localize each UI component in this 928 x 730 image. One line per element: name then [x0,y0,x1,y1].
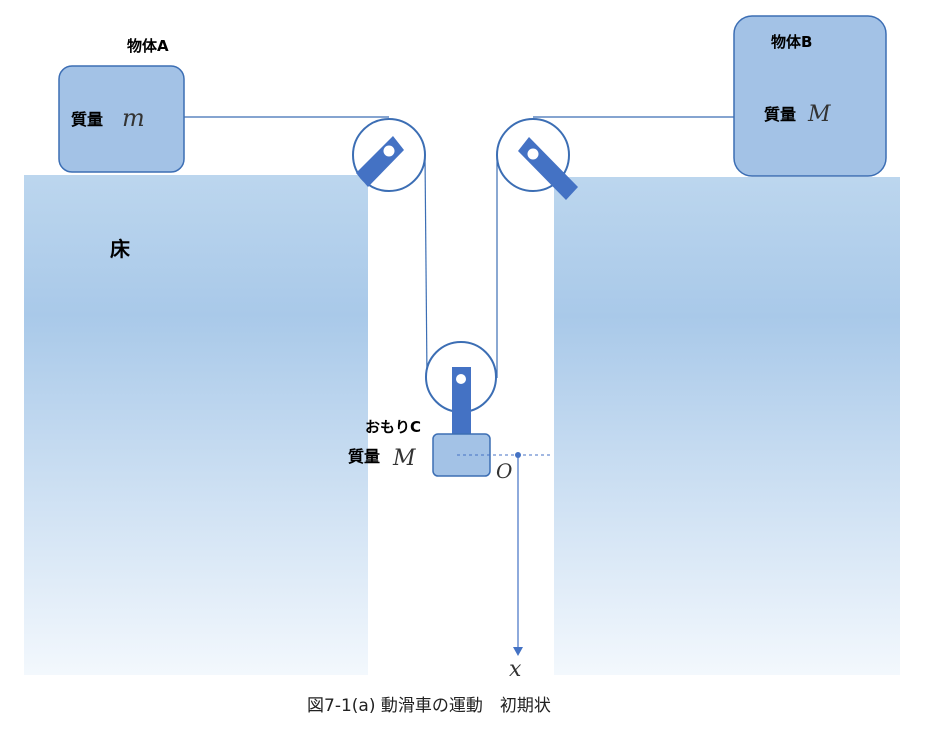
x-axis-label: x [509,657,522,682]
x-axis-arrowhead [513,647,523,656]
object-b-mass-symbol: M [807,102,831,127]
movable-pulley [425,341,497,435]
object-a-block [58,65,185,173]
floor-right [554,177,900,675]
floor-label: 床 [110,237,131,261]
object-b-mass-label: 質量 [764,105,796,124]
weight-c-mass-symbol: M [392,446,416,471]
object-a-mass-label: 質量 [71,110,103,129]
rope [184,116,734,379]
object-a-title: 物体A [127,37,169,55]
object-a-mass-symbol: m [122,104,145,132]
fixed-pulley-left [352,118,426,192]
floor-left [24,175,368,675]
fixed-pulley-right [496,118,578,200]
weight-c-mass-label: 質量 [348,447,380,466]
weight-c-title: おもりC [365,418,421,436]
object-b-block [733,15,887,177]
origin-label: O [496,459,512,483]
figure-caption: 図7-1(a) 動滑車の運動 初期状 [307,696,551,716]
object-b-title: 物体B [771,33,812,51]
